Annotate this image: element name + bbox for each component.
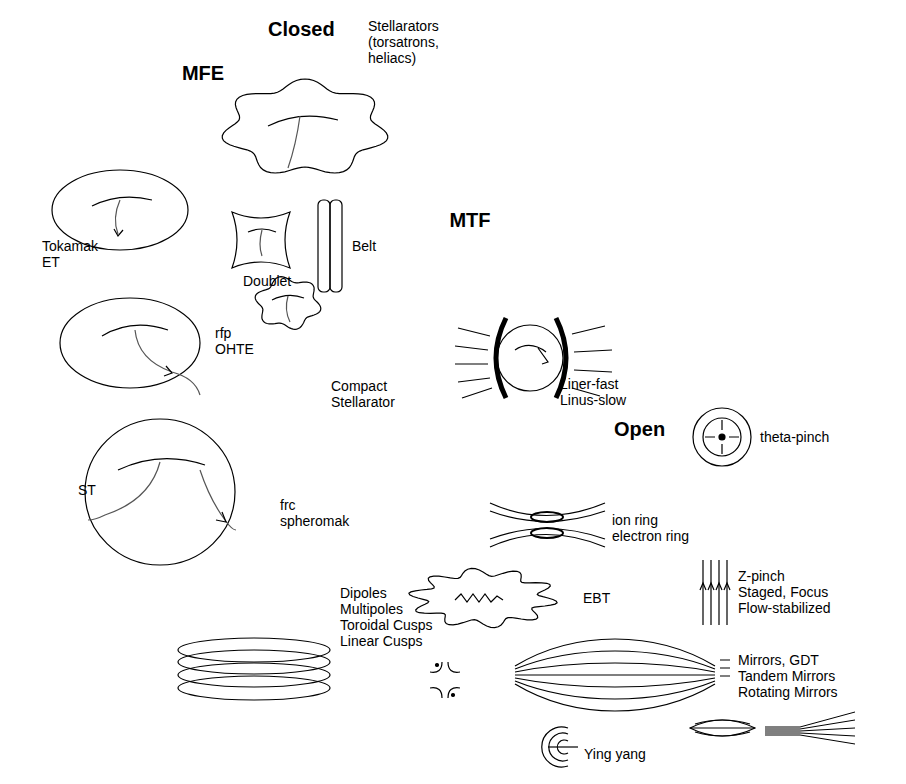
concept-label: Doublet xyxy=(243,273,291,289)
label-holder: Mirrors, GDT Tandem Mirrors Rotating Mir… xyxy=(738,652,838,700)
label-holder: frc spheromak xyxy=(280,497,349,529)
concept-label: Liner-fast Linus-slow xyxy=(560,376,626,408)
label-holder: ion ring electron ring xyxy=(612,512,689,544)
starburst-badge: MTF xyxy=(432,194,508,246)
concept-label: Compact Stellarator xyxy=(331,378,395,410)
label-holder: rfp OHTE xyxy=(215,325,254,357)
label-holder: Dipoles Multipoles Toroidal Cusps Linear… xyxy=(340,585,433,649)
concept-label: Tokamak ET xyxy=(42,238,98,270)
node-title: MFE xyxy=(182,62,224,84)
concept-label: Ying yang xyxy=(584,746,646,762)
label-holder: theta-pinch xyxy=(760,429,829,445)
concept-label: EBT xyxy=(583,590,610,606)
concept-label: Belt xyxy=(352,238,376,254)
concept-label: ST xyxy=(78,482,96,498)
concept-label: Z-pinch Staged, Focus Flow-stabilized xyxy=(738,568,831,616)
concept-label: ion ring electron ring xyxy=(612,512,689,544)
label-holder: Ying yang xyxy=(584,746,646,762)
concept-label: Mirrors, GDT Tandem Mirrors Rotating Mir… xyxy=(738,652,838,700)
label-holder: Z-pinch Staged, Focus Flow-stabilized xyxy=(738,568,831,616)
label-holder: ST xyxy=(78,482,96,498)
concept-label: frc spheromak xyxy=(280,497,349,529)
ellipse-outline xyxy=(2,5,548,689)
concept-label: Dipoles Multipoles Toroidal Cusps Linear… xyxy=(340,585,433,649)
label-holder: Doublet xyxy=(243,273,291,289)
label-holder: Belt xyxy=(352,238,376,254)
label-holder: Compact Stellarator xyxy=(331,378,395,410)
concept-label: theta-pinch xyxy=(760,429,829,445)
concept-label: Stellarators (torsatrons, heliacs) xyxy=(368,18,439,66)
label-holder: Stellarators (torsatrons, heliacs) xyxy=(368,18,439,66)
label-holder: Tokamak ET xyxy=(42,238,98,270)
label-holder: Liner-fast Linus-slow xyxy=(560,376,626,408)
label-holder: EBT xyxy=(583,590,610,606)
node-title: Closed xyxy=(268,18,335,40)
node-title: Open xyxy=(614,418,665,440)
concept-label: rfp OHTE xyxy=(215,325,254,357)
starburst-badge: MFE xyxy=(165,47,242,99)
node-title: MTF xyxy=(449,209,490,231)
region-ellipse: ClosedMFE MTF xyxy=(2,5,548,689)
